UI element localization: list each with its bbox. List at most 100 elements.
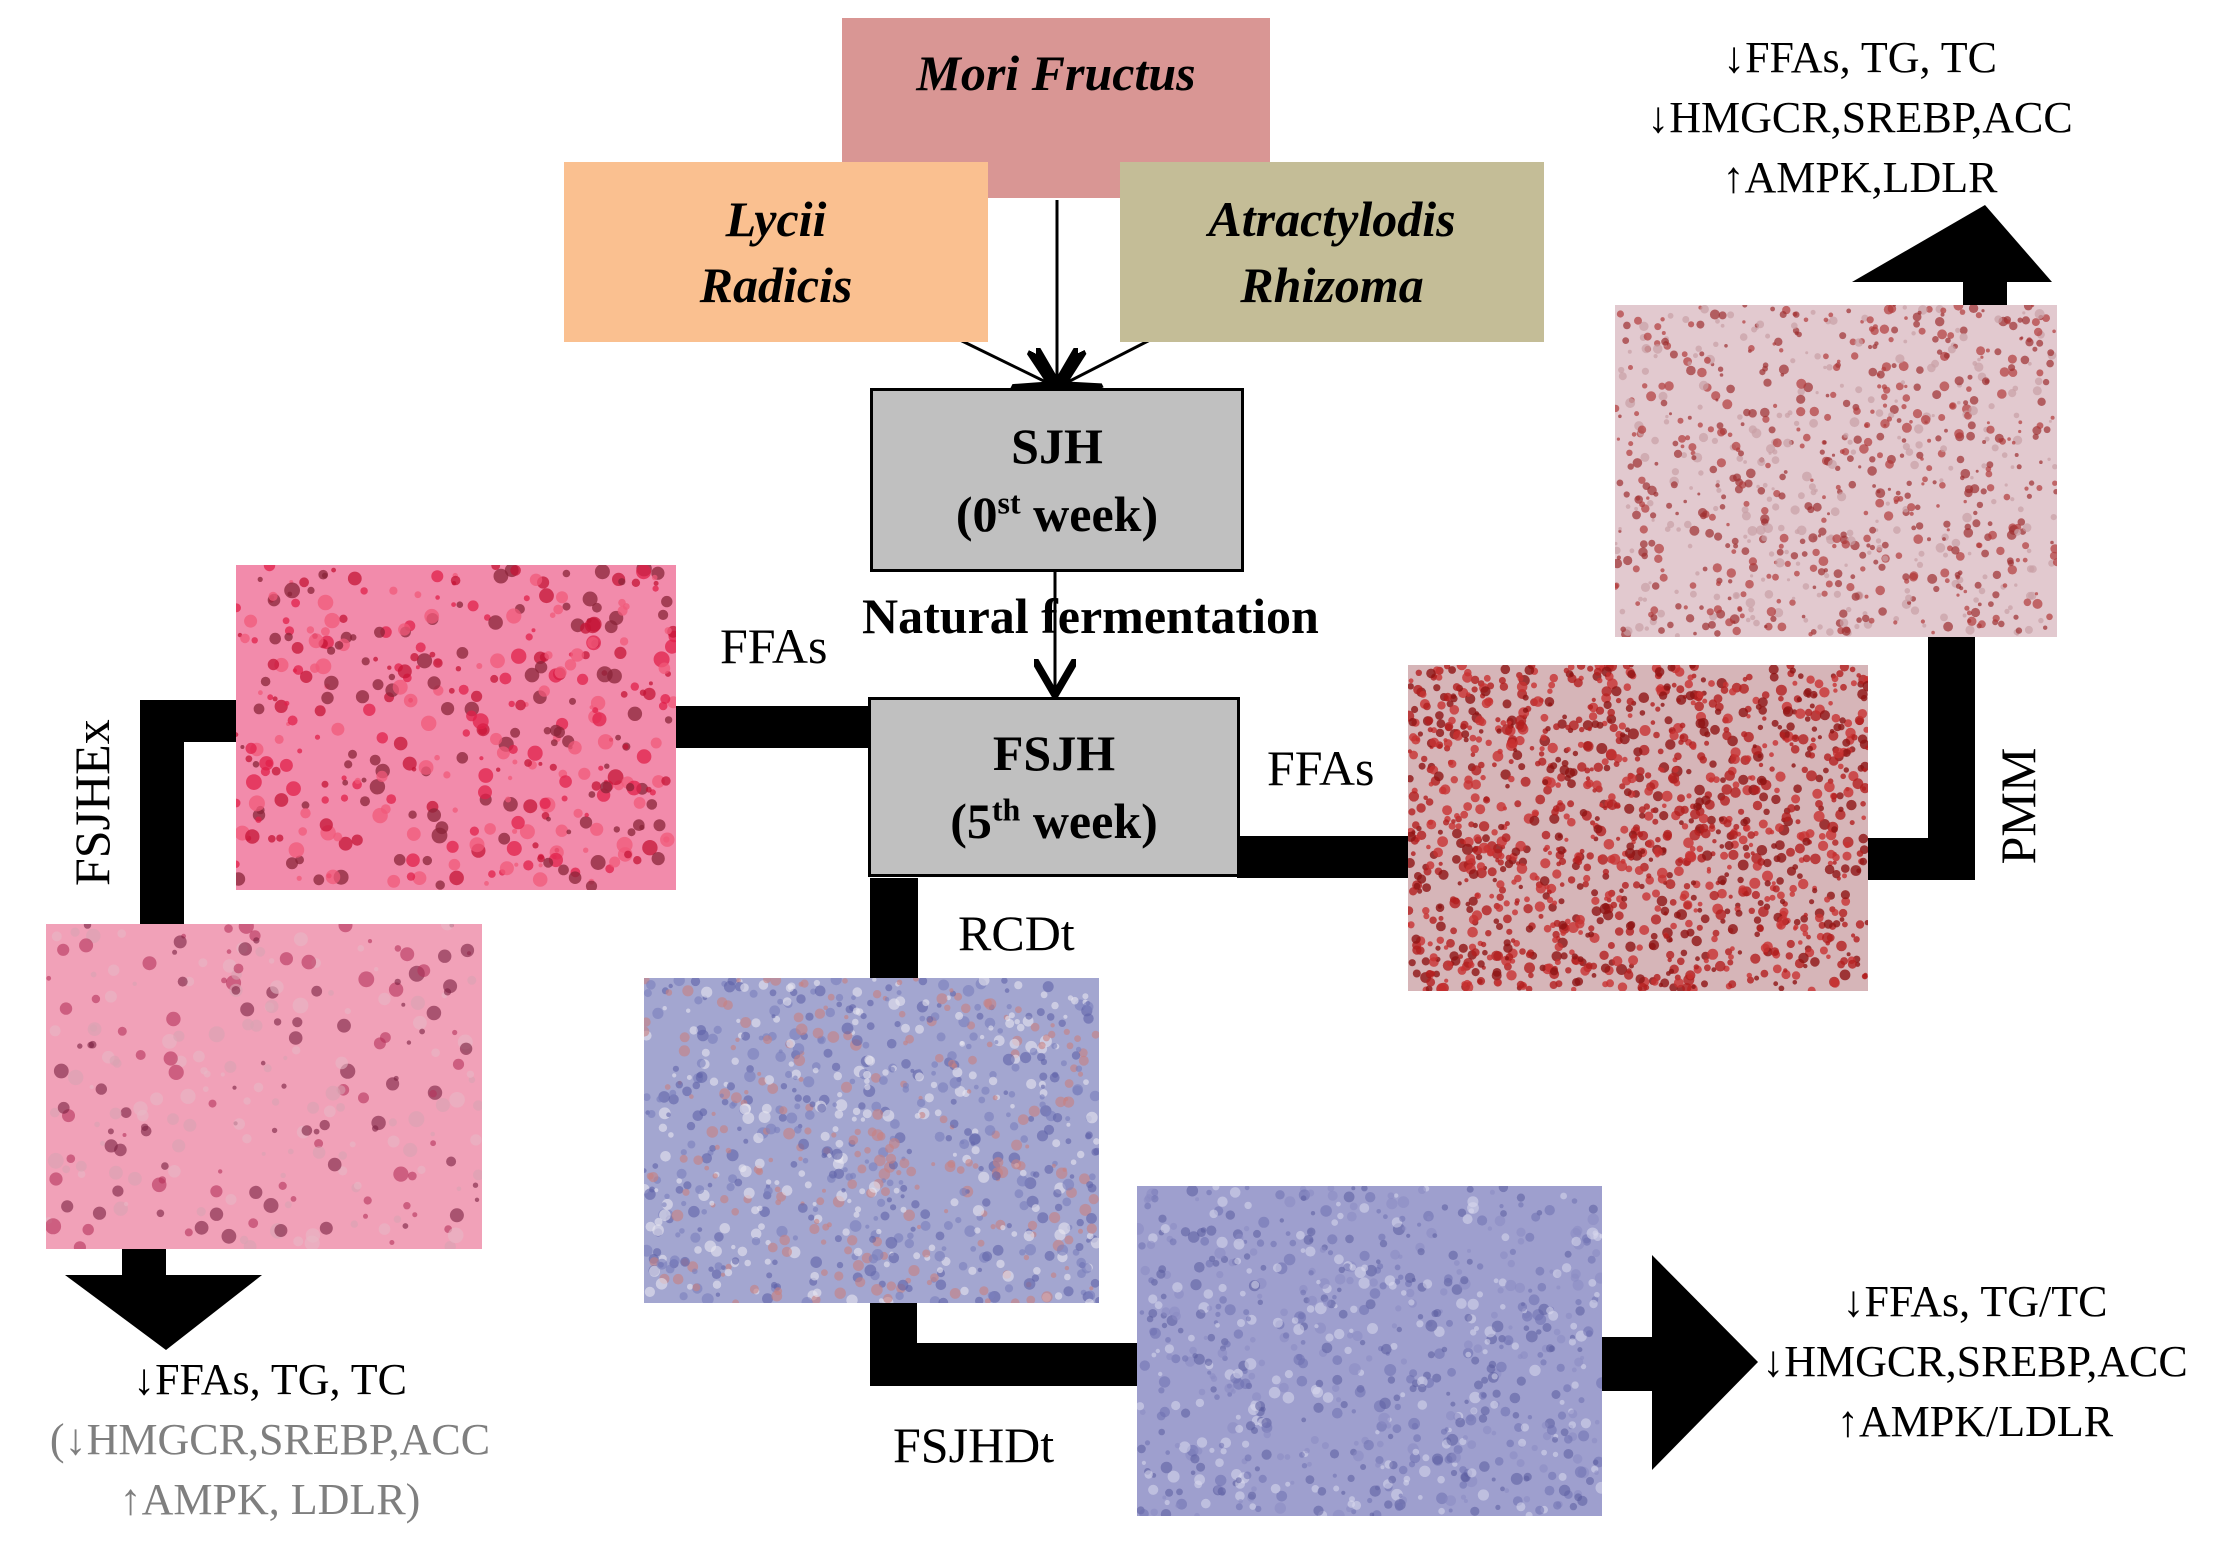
micrograph-texture	[1218, 1442, 1225, 1449]
micrograph-texture	[935, 1231, 945, 1241]
micrograph-texture	[1333, 1485, 1340, 1492]
micrograph-texture	[1481, 905, 1492, 916]
connector-pmm-vertical	[1928, 630, 1975, 880]
micrograph-texture	[1083, 1079, 1089, 1085]
micrograph-texture	[107, 1128, 114, 1135]
micrograph-texture	[1794, 570, 1800, 577]
micrograph-texture	[523, 799, 538, 814]
micrograph-texture	[1977, 357, 1981, 362]
micrograph-texture	[2014, 583, 2018, 587]
micrograph-texture	[1552, 869, 1562, 879]
micrograph-texture	[1390, 1249, 1400, 1260]
micrograph-texture	[1918, 550, 1925, 557]
micrograph-texture	[1795, 819, 1801, 825]
micrograph-texture	[878, 1168, 891, 1180]
micrograph-texture	[1066, 1042, 1074, 1050]
micrograph-texture	[774, 1180, 780, 1186]
micrograph-texture	[890, 1119, 900, 1129]
micrograph-texture	[1507, 720, 1512, 725]
micrograph-texture	[1307, 1461, 1312, 1467]
micrograph-texture	[1895, 552, 1903, 559]
micrograph-texture	[1000, 1225, 1006, 1231]
micrograph-texture	[1300, 1248, 1306, 1253]
micrograph-texture	[1784, 737, 1790, 743]
micrograph-texture	[1684, 680, 1693, 689]
micrograph-texture	[319, 818, 333, 832]
micrograph-texture	[1838, 763, 1844, 770]
micrograph-texture	[658, 701, 668, 711]
micrograph-texture	[1487, 1226, 1493, 1231]
micrograph-texture	[1283, 1253, 1296, 1266]
micrograph-texture	[1620, 825, 1629, 834]
micrograph-texture	[1881, 541, 1889, 549]
micrograph-texture	[1575, 1299, 1582, 1306]
micrograph-texture	[1499, 682, 1509, 691]
micrograph-texture	[1158, 1371, 1163, 1377]
micrograph-texture	[1496, 802, 1506, 812]
micrograph-texture	[1548, 1310, 1559, 1321]
micrograph-texture	[1217, 1348, 1228, 1358]
micrograph-texture	[1569, 949, 1575, 955]
micrograph-texture	[1806, 693, 1811, 698]
micrograph-texture	[299, 577, 309, 588]
micrograph-texture	[1711, 391, 1721, 401]
micrograph-texture	[499, 672, 512, 685]
micrograph-texture	[1814, 353, 1821, 360]
micrograph-texture	[258, 690, 263, 696]
micrograph-texture	[1450, 693, 1457, 699]
micrograph-texture	[1535, 1313, 1547, 1325]
micrograph-texture	[1578, 1430, 1590, 1442]
micrograph-texture	[1829, 316, 1838, 325]
micrograph-texture	[683, 1181, 692, 1190]
micrograph-texture	[1659, 573, 1668, 582]
micrograph-texture	[1717, 366, 1724, 372]
micrograph-texture	[1619, 888, 1624, 893]
micrograph-texture	[1467, 981, 1472, 986]
micrograph-texture	[2014, 528, 2022, 536]
micrograph-texture	[1771, 794, 1781, 805]
micrograph-texture	[1757, 697, 1768, 708]
micrograph-texture	[1036, 1008, 1045, 1017]
micrograph-texture	[1841, 448, 1850, 456]
micrograph-texture	[885, 1153, 897, 1164]
micrograph-texture	[835, 993, 844, 1002]
micrograph-texture	[886, 1197, 892, 1203]
micrograph-texture	[1792, 980, 1798, 985]
micrograph-texture	[1470, 793, 1480, 803]
micrograph-texture	[1705, 881, 1714, 890]
micrograph-texture	[260, 1060, 266, 1066]
micrograph-texture	[1838, 806, 1844, 812]
micrograph-texture	[1463, 737, 1469, 743]
micrograph-texture	[793, 1075, 798, 1081]
micrograph-texture	[1651, 582, 1660, 590]
micrograph-texture	[1916, 366, 1924, 374]
micrograph-texture	[834, 1110, 844, 1119]
micrograph-texture	[1763, 378, 1772, 387]
micrograph-texture	[1853, 936, 1860, 943]
micrograph-texture	[1867, 396, 1875, 404]
micrograph-texture	[832, 1126, 839, 1133]
micrograph-texture	[639, 689, 647, 696]
micrograph-texture	[1905, 448, 1914, 456]
micrograph-texture	[1785, 952, 1793, 960]
micrograph-texture	[313, 874, 325, 886]
micrograph-texture	[1332, 1294, 1337, 1300]
micrograph-texture	[1665, 414, 1669, 419]
micrograph-texture	[1631, 432, 1637, 437]
micrograph-texture	[1290, 1344, 1298, 1351]
micrograph-texture	[1349, 1202, 1358, 1211]
micrograph-texture	[1487, 848, 1495, 856]
micrograph-texture	[1332, 1509, 1345, 1516]
micrograph-texture	[1940, 312, 1945, 317]
micrograph-texture	[334, 641, 344, 650]
micrograph-texture	[802, 1157, 809, 1164]
micrograph-texture	[1540, 734, 1547, 741]
micrograph-texture	[803, 1076, 815, 1088]
micrograph-texture	[678, 1045, 690, 1057]
micrograph-texture	[982, 1251, 993, 1262]
micrograph-texture	[744, 1259, 751, 1267]
micrograph-texture	[310, 663, 320, 673]
micrograph-texture	[974, 1003, 982, 1011]
micrograph-texture	[1963, 589, 1968, 594]
micrograph-texture	[1829, 729, 1835, 734]
